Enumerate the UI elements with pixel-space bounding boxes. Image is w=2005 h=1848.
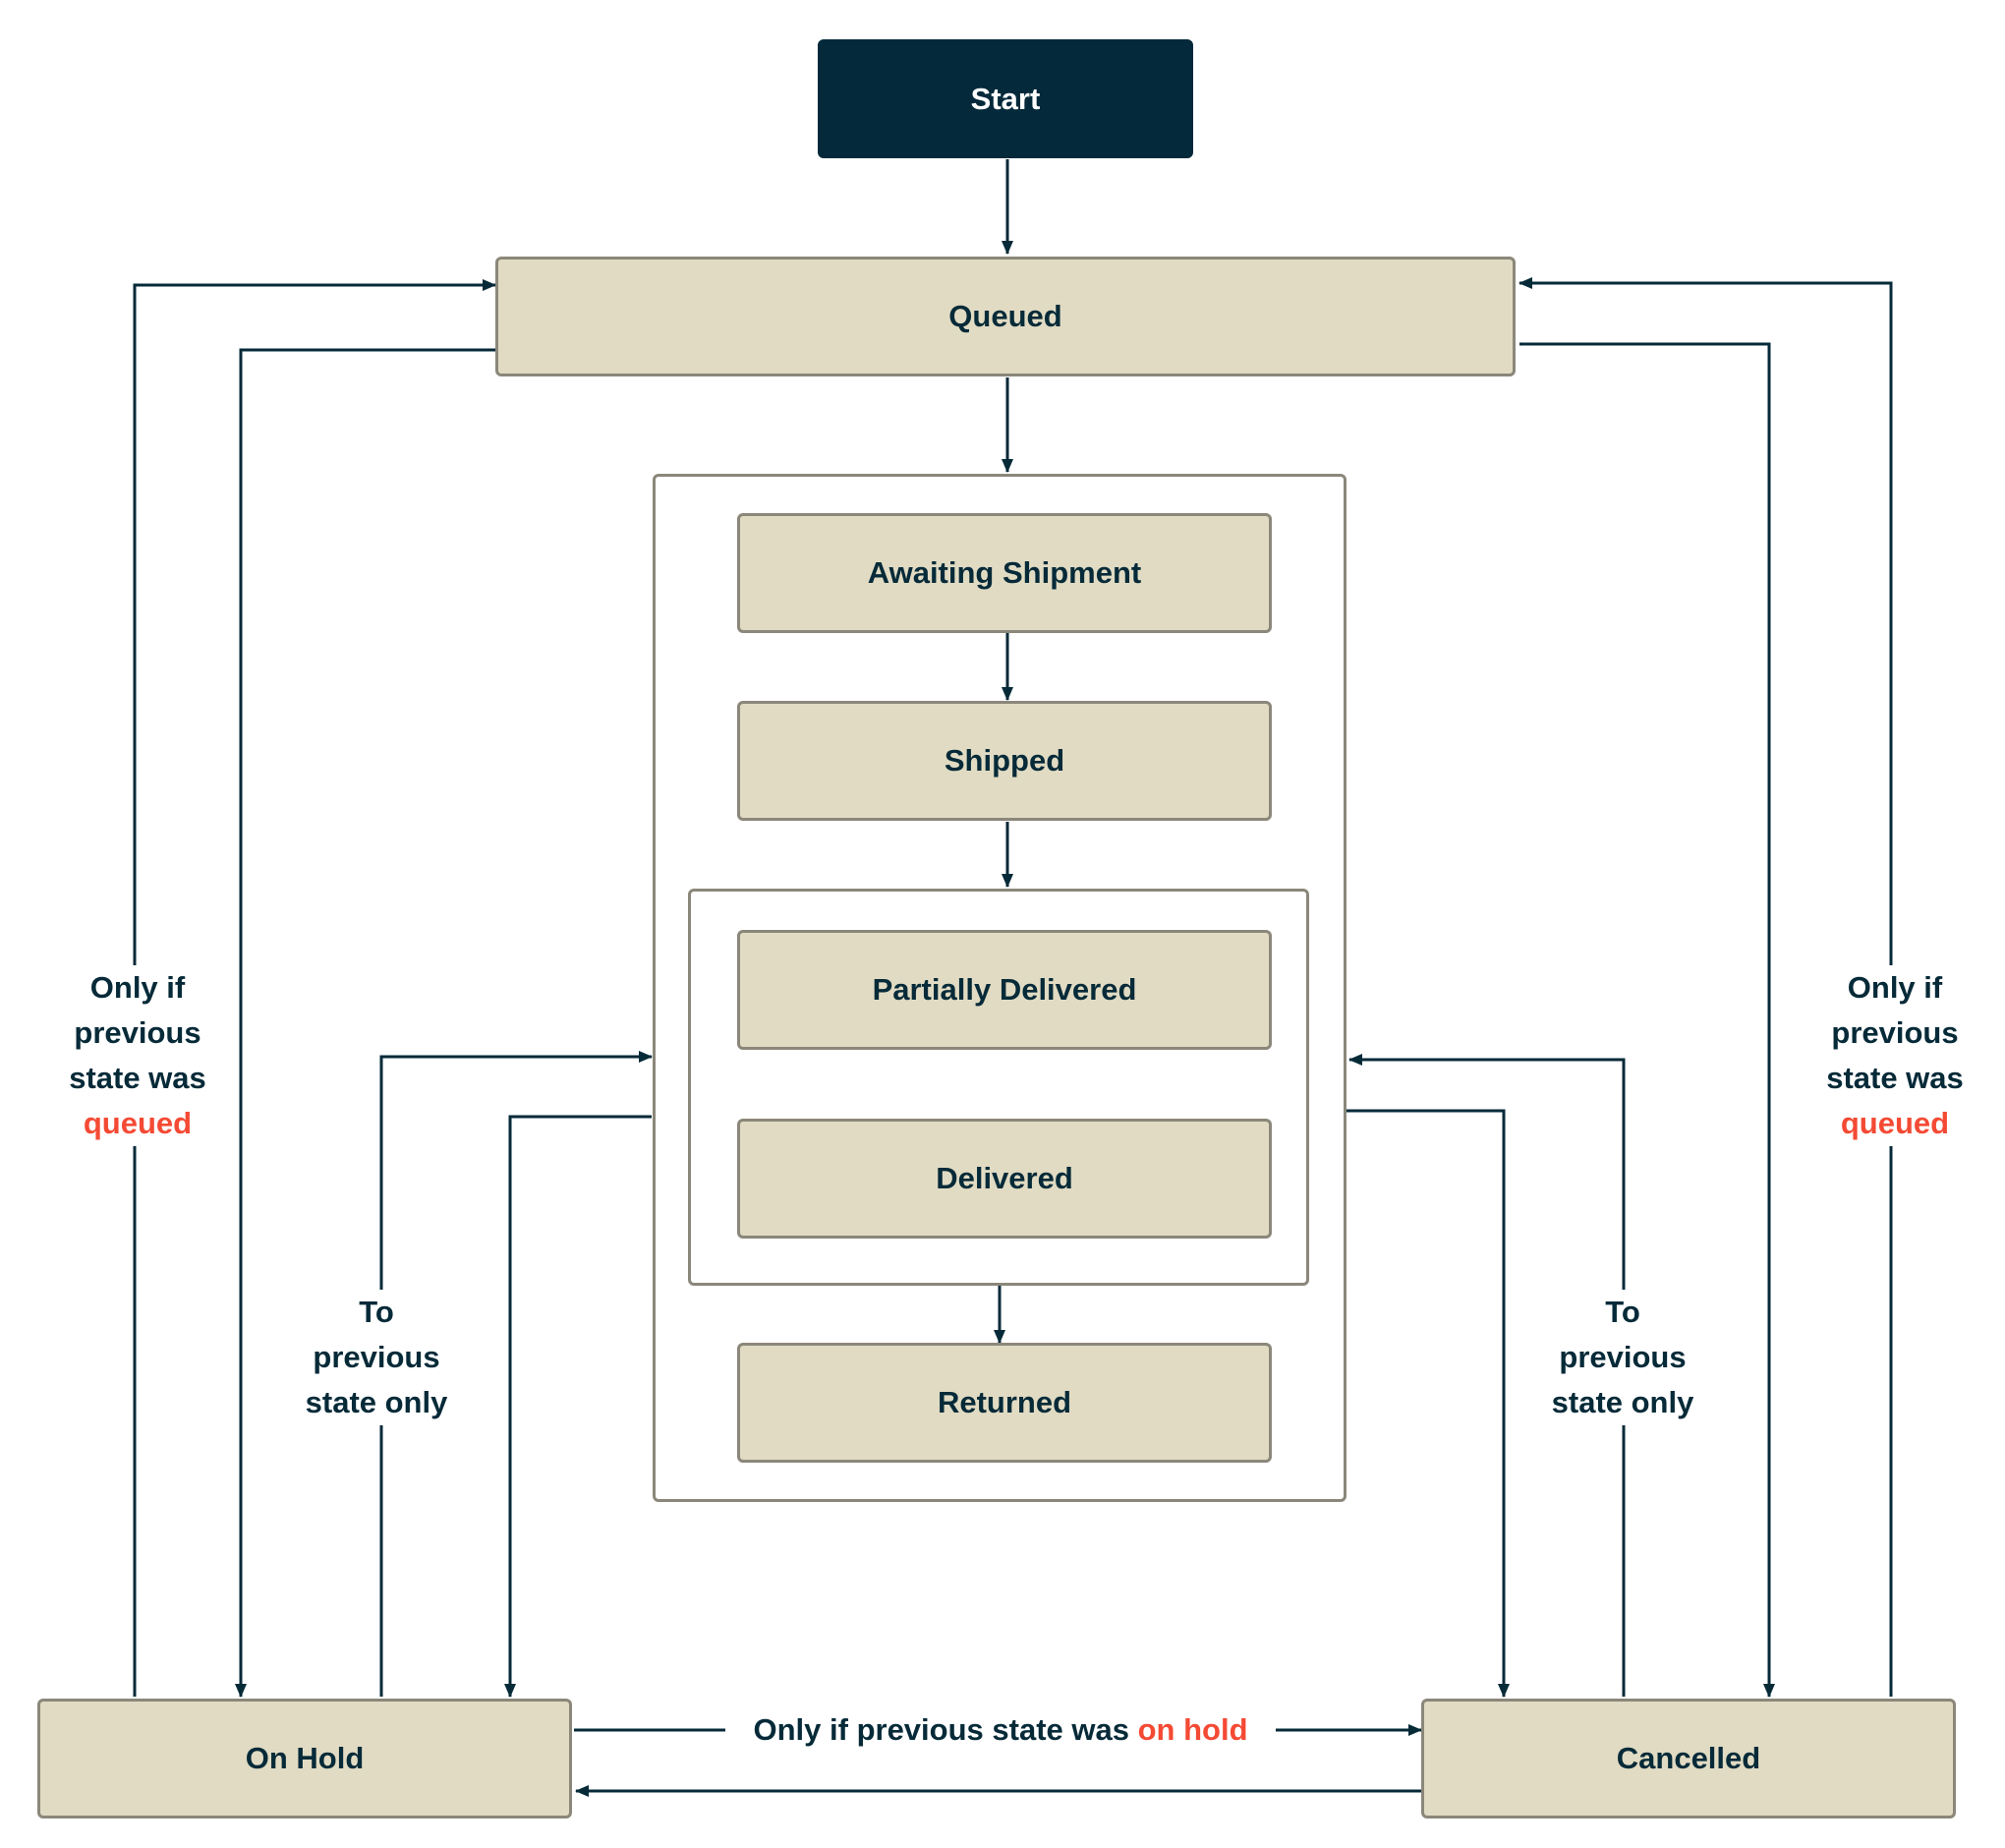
awaiting-shipment-node[interactable]: Awaiting Shipment	[737, 513, 1272, 633]
edge-label-right-queued: Only if previous state was queued	[1797, 965, 1993, 1146]
edge-label-bottom: Only if previous state was on hold	[725, 1707, 1276, 1753]
cancelled-node[interactable]: Cancelled	[1421, 1699, 1956, 1819]
edge-label-right-previous: To previous state only	[1529, 1290, 1716, 1425]
partially-delivered-node[interactable]: Partially Delivered	[737, 930, 1272, 1050]
start-label: Start	[970, 81, 1041, 116]
shipped-node[interactable]: Shipped	[737, 701, 1272, 821]
returned-node[interactable]: Returned	[737, 1343, 1272, 1463]
edge-label-left-queued: Only if previous state was queued	[39, 965, 236, 1146]
on-hold-label: On Hold	[245, 1741, 365, 1775]
partially-delivered-label: Partially Delivered	[872, 972, 1137, 1007]
shipped-label: Shipped	[944, 743, 1065, 778]
delivery-group	[688, 889, 1309, 1286]
start-node[interactable]: Start	[818, 39, 1193, 158]
edge-group-onhold	[504, 1115, 652, 1698]
returned-label: Returned	[937, 1385, 1072, 1419]
edge-label-left-previous: To previous state only	[283, 1290, 470, 1425]
delivered-label: Delivered	[936, 1161, 1073, 1195]
delivered-node[interactable]: Delivered	[737, 1119, 1272, 1239]
edge-queued-onhold	[235, 348, 495, 1698]
on-hold-node[interactable]: On Hold	[37, 1699, 572, 1819]
edge-onhold-group	[379, 1051, 653, 1697]
edge-queued-cancelled	[1519, 342, 1775, 1698]
in-transit-group	[653, 474, 1346, 1502]
edge-cancelled-group	[1348, 1054, 1626, 1697]
queued-label: Queued	[948, 299, 1062, 333]
awaiting-shipment-label: Awaiting Shipment	[867, 555, 1142, 590]
queued-node[interactable]: Queued	[495, 257, 1516, 376]
edge-onhold-queued	[133, 279, 496, 1697]
edge-group-cancelled	[1346, 1109, 1510, 1698]
edge-cancelled-queued	[1518, 277, 1893, 1697]
cancelled-label: Cancelled	[1616, 1741, 1761, 1775]
